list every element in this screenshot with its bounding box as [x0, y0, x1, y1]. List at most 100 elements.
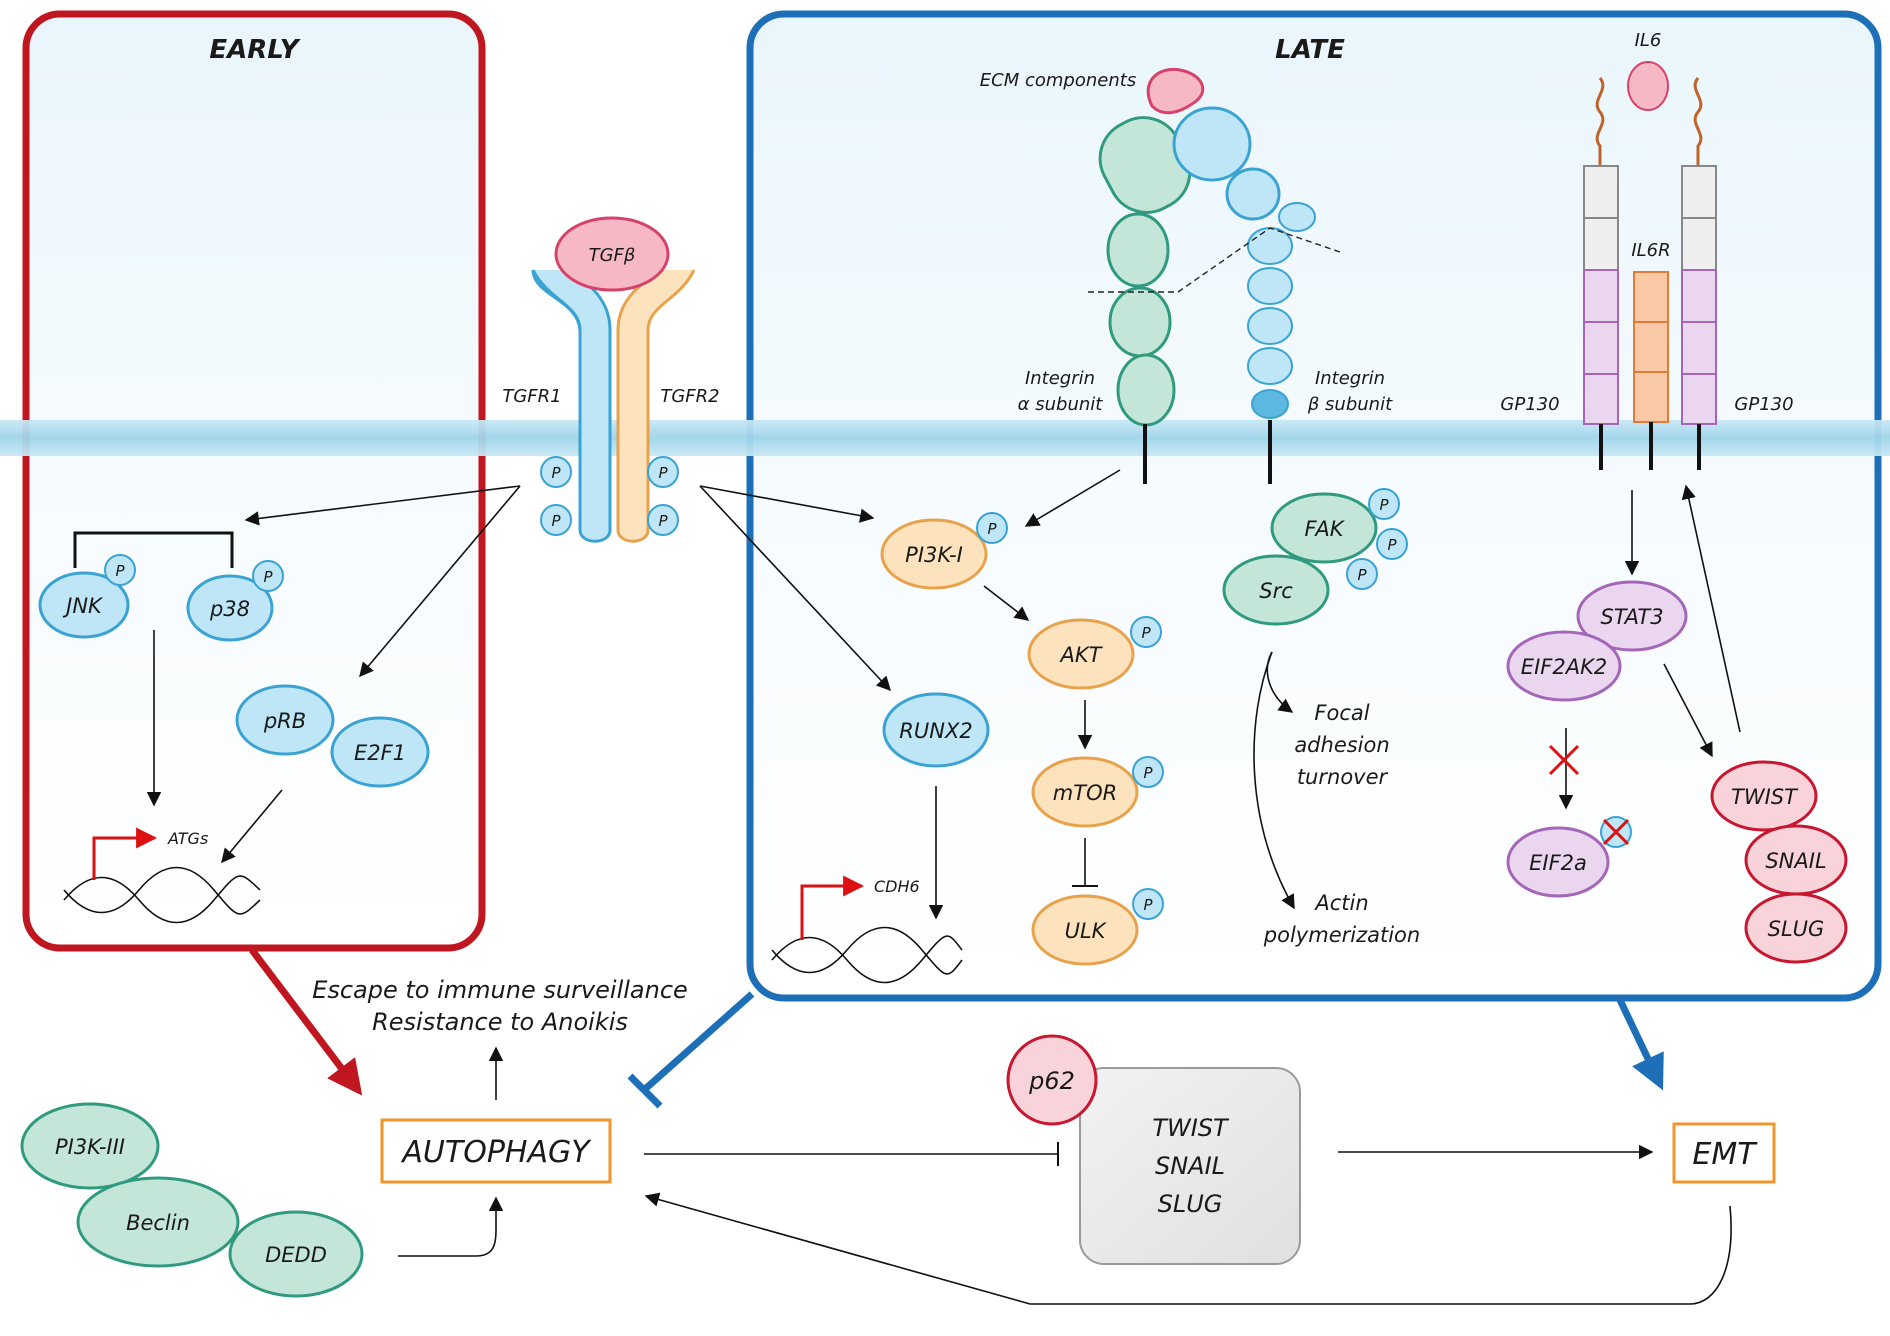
node-src: Src P [1222, 554, 1378, 626]
early-title: EARLY [209, 35, 301, 65]
node-p62: p62 [1006, 1034, 1098, 1126]
gp130-left-label: GP130 [1500, 394, 1559, 415]
node-prb: pRB [235, 684, 335, 756]
node-jnk: JNK P [38, 554, 136, 639]
node-snail: SNAIL [1744, 824, 1848, 896]
svg-text:P: P [658, 464, 668, 482]
svg-text:JNK: JNK [62, 594, 104, 618]
svg-text:P: P [263, 568, 273, 586]
tf-twist: TWIST [1152, 1114, 1230, 1142]
node-dedd: DEDD [228, 1210, 364, 1298]
svg-text:E2F1: E2F1 [354, 741, 406, 765]
svg-text:P: P [551, 512, 561, 530]
ecm-label: ECM components [980, 70, 1136, 91]
late-inhibits-autophagy [641, 991, 755, 1093]
svg-text:Src: Src [1259, 579, 1293, 603]
autophagy-box [380, 1118, 612, 1184]
svg-text:AKT: AKT [1059, 643, 1104, 667]
early-to-autophagy-arrow [249, 947, 363, 1096]
svg-text:p38: p38 [209, 597, 250, 621]
integrin-beta-label-2: β subunit [1307, 394, 1393, 415]
tgfbeta-label: TGFβ [589, 245, 636, 266]
emt-box [1672, 1122, 1776, 1184]
tf-slug: SLUG [1158, 1190, 1223, 1218]
tgfr2-label: TGFR2 [660, 386, 719, 407]
node-akt: AKT P [1027, 616, 1162, 690]
cdh6-label: CDH6 [874, 877, 920, 896]
early-panel [22, 10, 486, 952]
gp130-right [1681, 77, 1717, 470]
tgf-receptor: TGFβ [531, 216, 696, 543]
gp130-right-label: GP130 [1734, 394, 1793, 415]
resistance-text: Resistance to Anoikis [372, 1008, 628, 1036]
emt-label: EMT [1692, 1137, 1758, 1172]
svg-text:ULK: ULK [1065, 919, 1108, 943]
svg-text:SNAIL: SNAIL [1765, 849, 1826, 873]
gp130-left [1583, 77, 1619, 470]
il6r [1633, 271, 1669, 470]
integrin-beta [1088, 106, 1341, 484]
atgs-label: ATGs [167, 829, 208, 848]
node-pi3k3: PI3K-III [20, 1102, 160, 1190]
dna-late [771, 875, 963, 984]
late-title: LATE [1275, 35, 1345, 65]
svg-text:P: P [115, 562, 125, 580]
emt-to-autophagy-arrow [644, 1192, 1732, 1305]
focal-label-2: adhesion [1294, 733, 1389, 757]
late-to-emt-arrow [1616, 998, 1664, 1091]
svg-text:STAT3: STAT3 [1600, 605, 1663, 629]
svg-text:TWIST: TWIST [1731, 785, 1799, 809]
svg-text:PI3K-I: PI3K-I [905, 543, 963, 567]
tgfr1-label: TGFR1 [502, 386, 561, 407]
svg-text:P: P [1379, 496, 1389, 514]
node-p38: p38 P [186, 560, 284, 642]
svg-text:P: P [1143, 764, 1153, 782]
svg-text:EIF2a: EIF2a [1529, 851, 1587, 875]
il6r-label: IL6R [1631, 240, 1670, 261]
tgfbeta-ligand [554, 216, 670, 292]
autophagy-label: AUTOPHAGY [400, 1135, 592, 1170]
svg-text:P: P [1357, 566, 1367, 584]
svg-text:P: P [1143, 896, 1153, 914]
svg-text:p62: p62 [1028, 1067, 1075, 1095]
jnk-p38-bracket [73, 531, 234, 568]
actin-label-1: Actin [1313, 891, 1368, 915]
node-fak: FAK P P [1270, 488, 1408, 564]
svg-text:SLUG: SLUG [1768, 917, 1825, 941]
integrin-alpha-label-2: α subunit [1018, 394, 1104, 415]
node-e2f1: E2F1 [330, 716, 430, 788]
svg-text:P: P [658, 512, 668, 530]
svg-text:P: P [551, 464, 561, 482]
node-pi3k1: PI3K-I P [880, 512, 1008, 590]
tf-box [1079, 1067, 1301, 1265]
escape-text: Escape to immune surveillance [312, 976, 688, 1004]
node-runx2: RUNX2 [882, 692, 990, 768]
node-twist: TWIST [1710, 760, 1818, 832]
focal-label-3: turnover [1297, 765, 1389, 789]
svg-text:mTOR: mTOR [1053, 781, 1117, 805]
node-eif2ak2: EIF2AK2 [1506, 630, 1622, 702]
actin-label-2: polymerization [1263, 923, 1420, 947]
node-slug: SLUG [1744, 892, 1848, 964]
tgfr-phosphates: P P P P [540, 456, 679, 536]
ecm-component [1146, 67, 1205, 115]
cell-membrane [0, 420, 1890, 456]
inhibit-cross-1 [1548, 744, 1580, 776]
il6-label: IL6 [1635, 30, 1662, 51]
svg-text:DEDD: DEDD [265, 1243, 327, 1267]
svg-text:P: P [1141, 624, 1151, 642]
svg-text:FAK: FAK [1305, 517, 1346, 541]
svg-text:Beclin: Beclin [126, 1211, 190, 1235]
node-mtor: mTOR P [1031, 756, 1164, 828]
node-beclin: Beclin [76, 1176, 240, 1268]
svg-text:RUNX2: RUNX2 [899, 719, 972, 743]
node-ulk: ULK P [1031, 888, 1164, 966]
svg-text:PI3K-III: PI3K-III [55, 1135, 125, 1159]
svg-text:EIF2AK2: EIF2AK2 [1521, 655, 1607, 679]
svg-text:P: P [987, 520, 997, 538]
integrin-alpha-label-1: Integrin [1025, 368, 1095, 389]
il6-ligand [1627, 61, 1669, 111]
integrin-alpha [1098, 116, 1192, 484]
dna-early [63, 827, 261, 924]
